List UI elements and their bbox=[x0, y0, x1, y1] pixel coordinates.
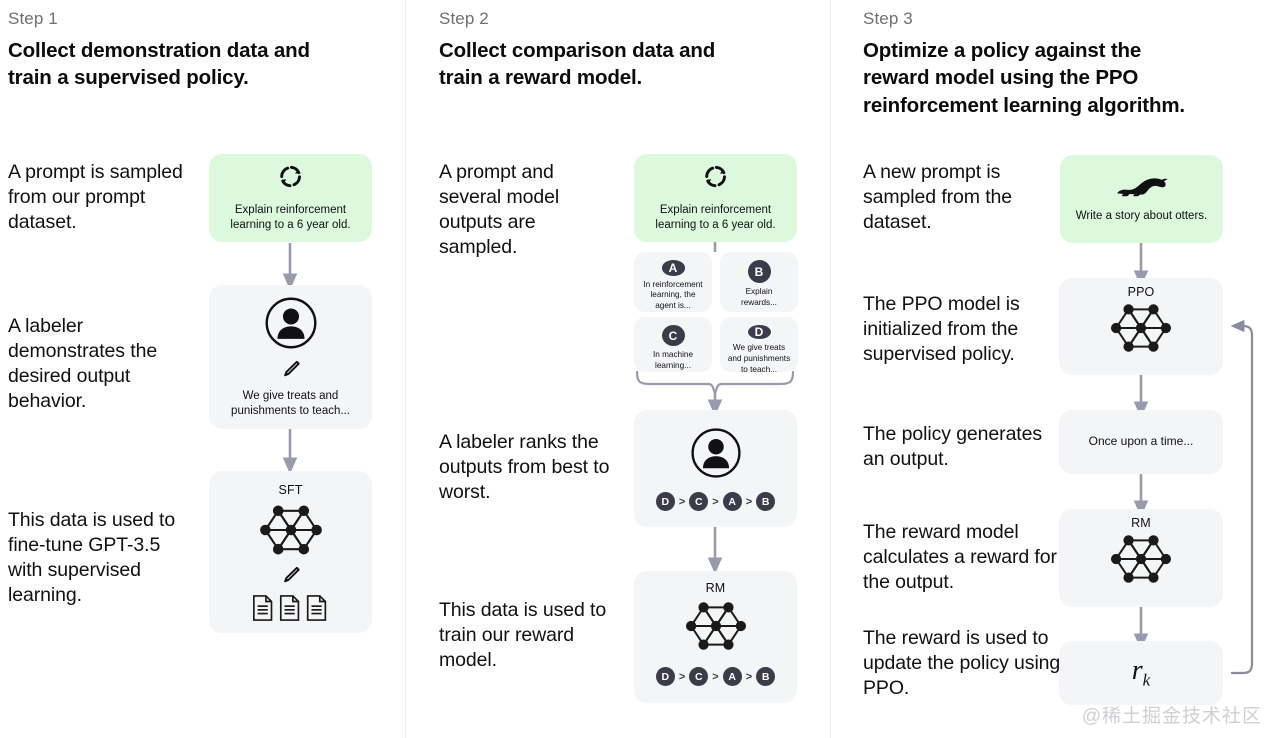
step-2-output-c[interactable]: C In machine learning... bbox=[634, 317, 712, 372]
step-3-reward-box[interactable]: rk bbox=[1059, 641, 1223, 705]
step-2-prompt-box[interactable]: Explain reinforcement learning to a 6 ye… bbox=[634, 154, 797, 242]
step-2-title: Collect comparison data and train a rewa… bbox=[439, 39, 716, 90]
step-3-rm-box[interactable]: RM bbox=[1059, 509, 1223, 607]
step-2-output-a-text: In reinforcement learning, the agent is.… bbox=[643, 279, 703, 311]
step-1-sft-box[interactable]: SFT bbox=[209, 471, 372, 633]
step-2-output-d[interactable]: D We give treats and punishments to teac… bbox=[720, 317, 798, 374]
step-3-ppo-title: PPO bbox=[1127, 285, 1155, 299]
step-2-output-b-text: Explain rewards... bbox=[741, 287, 777, 307]
step-2-narrative-2: A labeler ranks the outputs from best to… bbox=[439, 431, 610, 503]
reward-formula-base: r bbox=[1131, 655, 1143, 687]
step-3-output-text: Once upon a time... bbox=[1088, 434, 1194, 449]
badge-d: D bbox=[747, 325, 771, 339]
rank-sep-2: > bbox=[712, 495, 719, 508]
rank-badge-3: A bbox=[722, 492, 742, 511]
step-3-narrative-4: The reward model calculates a reward for… bbox=[863, 521, 1057, 593]
neural-network-icon bbox=[1102, 531, 1180, 592]
refresh-cycle-icon bbox=[277, 163, 304, 195]
watermark: @稀土掘金技术社区 bbox=[1081, 706, 1262, 727]
step-3-prompt-text: Write a story about otters. bbox=[1075, 209, 1208, 222]
rank-sep-1: > bbox=[678, 495, 686, 508]
step-1-prompt-box[interactable]: Explain reinforcement learning to a 6 ye… bbox=[209, 154, 372, 242]
badge-b: B bbox=[747, 260, 771, 283]
step-3-narrative-3: The policy generates an output. bbox=[863, 423, 1043, 470]
step-2-column: Step 2 Collect comparison data and train… bbox=[406, 0, 831, 738]
step-2-output-a[interactable]: A In reinforcement learning, the agent i… bbox=[634, 252, 712, 312]
rank-badge-1: D bbox=[655, 492, 675, 511]
rank-badge-2: C bbox=[689, 492, 709, 511]
step-2-ranker-box[interactable]: D > C > A > B bbox=[634, 410, 797, 527]
neural-network-icon bbox=[677, 598, 755, 659]
step-3-narrative-1: A new prompt is sampled from the dataset… bbox=[863, 161, 1013, 233]
rm-rank-badge-4: B bbox=[756, 667, 776, 686]
rm-rank-sep-3: > bbox=[745, 670, 753, 683]
step-1-column: Step 1 Collect demonstration data and tr… bbox=[0, 0, 406, 738]
step-2-ranking-row: D > C > A > B bbox=[655, 492, 776, 511]
step-3-title: Optimize a policy against the reward mod… bbox=[863, 39, 1185, 117]
rm-rank-badge-1: D bbox=[655, 667, 675, 686]
column-divider-1 bbox=[405, 0, 406, 738]
rm-rank-sep-1: > bbox=[678, 670, 686, 683]
step-1-labeler-text: We give treats and punishments to teach.… bbox=[231, 389, 350, 417]
rm-rank-sep-2: > bbox=[712, 670, 719, 683]
step-1-narrative-3: This data is used to fine-tune GPT-3.5 w… bbox=[8, 509, 176, 606]
step-3-column: Step 3 Optimize a policy against the rew… bbox=[831, 0, 1280, 738]
step-2-narrative-1: A prompt and several model outputs are s… bbox=[439, 161, 560, 258]
step-1-prompt-text: Explain reinforcement learning to a 6 ye… bbox=[230, 203, 351, 231]
step-2-output-d-text: We give treats and punishments to teach.… bbox=[727, 343, 791, 374]
documents-icon bbox=[252, 594, 330, 627]
step-3-output-box[interactable]: Once upon a time... bbox=[1059, 410, 1223, 474]
step-1-label: Step 1 bbox=[8, 9, 58, 28]
otter-icon bbox=[1115, 174, 1169, 205]
step-2-rm-title: RM bbox=[705, 581, 726, 595]
rm-rank-badge-3: A bbox=[722, 667, 742, 686]
refresh-cycle-icon bbox=[702, 163, 729, 195]
step-2-output-c-text: In machine learning... bbox=[652, 350, 694, 371]
step-2-rm-box[interactable]: RM bbox=[634, 571, 797, 703]
step-3-ppo-box[interactable]: PPO bbox=[1059, 278, 1223, 375]
reward-formula-sub: k bbox=[1142, 670, 1151, 690]
step-3-narrative-5: The reward is used to update the policy … bbox=[863, 627, 1061, 699]
step-1-narrative-2: A labeler demonstrates the desired outpu… bbox=[8, 315, 158, 412]
column-divider-2 bbox=[830, 0, 831, 738]
pencil-icon bbox=[280, 358, 302, 385]
step-2-label: Step 2 bbox=[439, 9, 489, 28]
person-circle-icon bbox=[689, 426, 743, 485]
step-2-narrative-3: This data is used to train our reward mo… bbox=[439, 599, 607, 671]
rm-rank-badge-2: C bbox=[689, 667, 709, 686]
step-1-sft-title: SFT bbox=[278, 483, 303, 497]
step-2-prompt-text: Explain reinforcement learning to a 6 ye… bbox=[655, 203, 776, 231]
step-2-output-b[interactable]: B Explain rewards... bbox=[720, 252, 798, 312]
rank-badge-4: B bbox=[756, 492, 776, 511]
step-1-narrative-1: A prompt is sampled from our prompt data… bbox=[8, 161, 183, 233]
reward-formula: rk bbox=[1132, 655, 1150, 691]
badge-a: A bbox=[661, 260, 685, 276]
neural-network-icon bbox=[1102, 300, 1180, 361]
neural-network-icon bbox=[251, 501, 331, 564]
step-3-label: Step 3 bbox=[863, 9, 913, 28]
step-3-narrative-2: The PPO model is initialized from the su… bbox=[863, 293, 1020, 365]
step-1-title: Collect demonstration data and train a s… bbox=[8, 39, 310, 90]
person-circle-icon bbox=[263, 295, 319, 356]
step-2-rm-ranking-row: D > C > A > B bbox=[655, 667, 776, 686]
step-3-prompt-box[interactable]: Write a story about otters. bbox=[1060, 155, 1223, 243]
pencil-icon bbox=[280, 564, 302, 591]
rank-sep-3: > bbox=[745, 495, 753, 508]
step-3-rm-title: RM bbox=[1131, 516, 1151, 530]
step-1-labeler-box[interactable]: We give treats and punishments to teach.… bbox=[209, 285, 372, 429]
badge-c: C bbox=[661, 325, 685, 347]
